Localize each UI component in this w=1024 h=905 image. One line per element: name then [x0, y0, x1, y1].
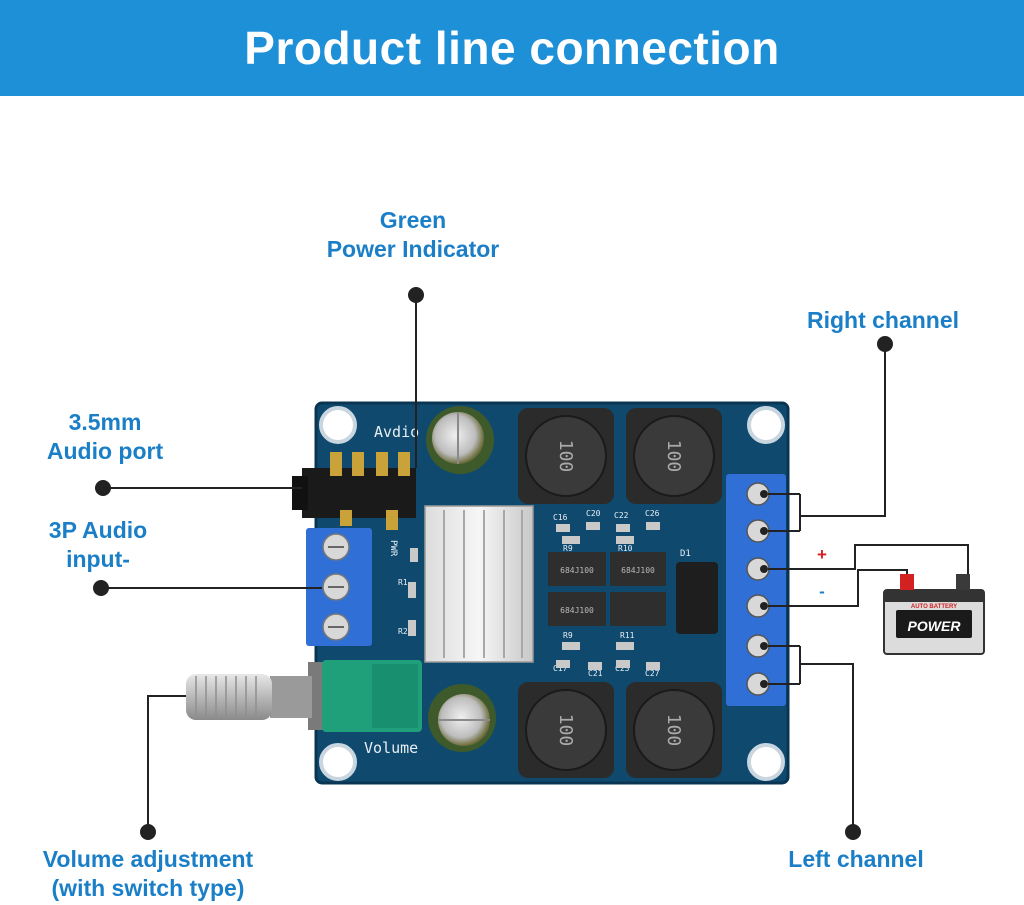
inductor: 100 [626, 682, 722, 778]
mount-hole [747, 406, 785, 444]
silk-volume-label: Volume [364, 739, 418, 757]
silk-c20-label: C20 [586, 509, 601, 518]
resistor-array: 684J100 [548, 592, 606, 626]
resistor-label: 684J100 [560, 606, 594, 615]
right-channel-text: Right channel [806, 307, 960, 333]
battery-label: POWER [908, 618, 962, 634]
page-title: Product line connection [244, 22, 780, 74]
silk-r9-label: R9 [563, 544, 573, 553]
mount-hole [319, 743, 357, 781]
output-terminal [726, 474, 786, 706]
audio-port-line1: 3.5mm [68, 409, 142, 435]
resistor-array: 684J100 [548, 552, 606, 586]
inductor: 100 [626, 408, 722, 504]
left-channel-label: Left channel [766, 845, 946, 874]
capacitor [426, 406, 494, 474]
silk-c23-label: C23 [615, 664, 630, 673]
audio-port-label: 3.5mm Audio port [20, 408, 190, 466]
plus-sign: + [817, 545, 827, 564]
mount-hole [747, 743, 785, 781]
resistor-array [610, 592, 666, 626]
power-indicator-label: Green Power Indicator [303, 206, 523, 264]
resistor-array: 684J100 [610, 552, 666, 586]
capacitor [428, 684, 496, 752]
silk-c26-label: C26 [645, 509, 660, 518]
power-indicator-line2: Power Indicator [326, 236, 500, 262]
right-channel-label: Right channel [788, 306, 978, 335]
silk-c27-label: C27 [645, 669, 660, 678]
silk-c22-label: C22 [614, 511, 629, 520]
left-channel-text: Left channel [788, 846, 924, 872]
battery-icon: AUTO BATTERY POWER [883, 574, 985, 655]
inductor-label: 100 [555, 440, 576, 473]
mount-hole [319, 406, 357, 444]
resistor-label: 684J100 [621, 566, 655, 575]
inductor-label: 100 [663, 440, 684, 473]
leader-dots [93, 287, 893, 840]
audio-port-line2: Audio port [46, 438, 164, 464]
silk-c17-label: C17 [553, 664, 568, 673]
volume-potentiometer [186, 660, 422, 732]
audio-input-label: 3P Audio input- [18, 516, 178, 574]
audio-input-line2: input- [66, 546, 130, 572]
silk-c16-label: C16 [553, 513, 568, 522]
silk-r11-label: R11 [620, 631, 635, 640]
battery-brand: AUTO BATTERY [911, 604, 957, 610]
silk-r9b-label: R9 [563, 631, 573, 640]
volume-line1: Volume adjustment [42, 846, 254, 872]
audio-input-terminal [306, 528, 372, 646]
inductor-label: 100 [555, 714, 576, 747]
power-indicator-line1: Green [379, 207, 447, 233]
audio-input-line1: 3P Audio [48, 517, 148, 543]
silk-r1-label: R1 [398, 578, 408, 587]
silk-d1-label: D1 [680, 549, 691, 559]
volume-line2: (with switch type) [51, 875, 245, 901]
resistor-label: 684J100 [560, 566, 594, 575]
silk-c21-label: C21 [588, 669, 603, 678]
inductor: 100 [518, 682, 614, 778]
audio-jack [292, 452, 416, 530]
inductor: 100 [518, 408, 614, 504]
minus-sign: - [819, 582, 825, 601]
silk-pwr-label: PWR [388, 540, 398, 557]
volume-label: Volume adjustment (with switch type) [18, 845, 278, 903]
silk-r10-label: R10 [618, 544, 633, 553]
heatsink [424, 505, 534, 663]
leader-lines [101, 295, 969, 832]
silk-audio-label: Avdio [374, 423, 419, 441]
inductor-label: 100 [663, 714, 684, 747]
silk-r2-label: R2 [398, 627, 408, 636]
header-banner: Product line connection [0, 0, 1024, 96]
smd-parts [408, 522, 660, 670]
diode [676, 562, 718, 634]
